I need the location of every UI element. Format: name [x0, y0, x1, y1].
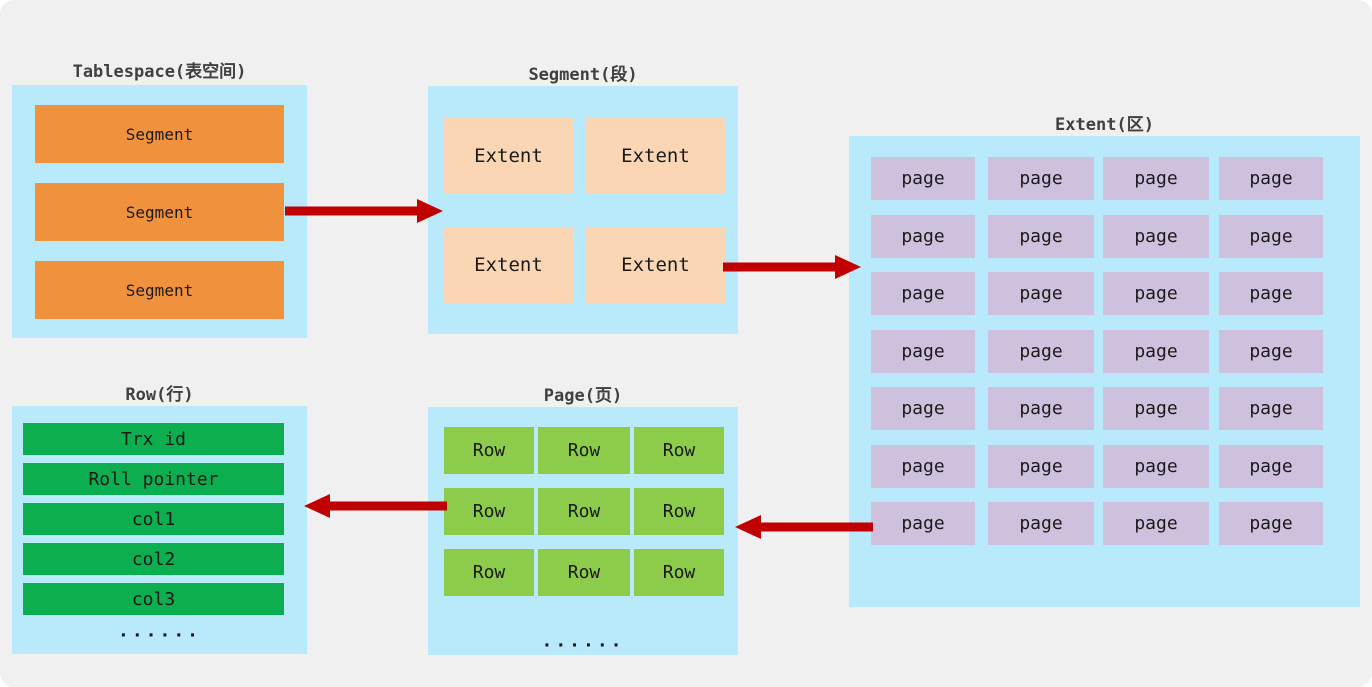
extent-page-item[interactable]: page [988, 272, 1094, 315]
page-row-item[interactable]: Row [634, 549, 724, 596]
extent-page-item[interactable]: page [1103, 387, 1209, 430]
segment-extent-item[interactable]: Extent [586, 227, 725, 303]
extent-page-item[interactable]: page [1219, 502, 1323, 545]
segment-panel: Extent Extent Extent Extent [428, 86, 738, 334]
tablespace-title: Tablespace(表空间) [72, 62, 247, 82]
page-row-item[interactable]: Row [634, 488, 724, 535]
row-ellipsis: ······ [117, 625, 202, 646]
extent-page-item[interactable]: page [988, 387, 1094, 430]
extent-page-item[interactable]: page [988, 502, 1094, 545]
page-row-item[interactable]: Row [444, 488, 534, 535]
tablespace-panel: Segment Segment Segment [12, 85, 307, 338]
page-row-item[interactable]: Row [538, 549, 630, 596]
extent-page-item[interactable]: page [1219, 272, 1323, 315]
extent-page-item[interactable]: page [988, 444, 1094, 488]
extent-page-item[interactable]: page [1219, 329, 1323, 373]
extent-page-item[interactable]: page [1103, 502, 1209, 545]
row-title: Row(行) [125, 385, 194, 405]
arrow-segment-to-extent [723, 252, 863, 282]
tablespace-segment-item[interactable]: Segment [35, 261, 284, 319]
extent-page-item[interactable]: page [1219, 214, 1323, 258]
arrow-extent-to-page [733, 512, 873, 542]
row-field-col2[interactable]: col2 [23, 543, 284, 575]
extent-page-item[interactable]: page [988, 214, 1094, 258]
extent-title: Extent(区) [1055, 115, 1154, 135]
arrow-tablespace-to-segment [285, 196, 445, 226]
extent-page-item[interactable]: page [1103, 214, 1209, 258]
arrow-page-to-row [302, 491, 447, 521]
row-field-col1[interactable]: col1 [23, 503, 284, 535]
tablespace-segment-item[interactable]: Segment [35, 105, 284, 163]
extent-page-item[interactable]: page [871, 387, 975, 430]
row-panel: Trx id Roll pointer col1 col2 col3 ·····… [12, 406, 307, 654]
row-field-trx-id[interactable]: Trx id [23, 423, 284, 455]
extent-page-item[interactable]: page [1103, 444, 1209, 488]
extent-page-item[interactable]: page [1103, 329, 1209, 373]
extent-page-item[interactable]: page [1103, 157, 1209, 200]
page-row-item[interactable]: Row [538, 488, 630, 535]
tablespace-segment-item[interactable]: Segment [35, 183, 284, 241]
extent-page-item[interactable]: page [871, 272, 975, 315]
extent-page-item[interactable]: page [871, 157, 975, 200]
extent-page-item[interactable]: page [988, 157, 1094, 200]
page-row-item[interactable]: Row [538, 427, 630, 474]
segment-extent-item[interactable]: Extent [444, 118, 573, 194]
extent-page-item[interactable]: page [1219, 157, 1323, 200]
row-field-roll-pointer[interactable]: Roll pointer [23, 463, 284, 495]
extent-page-item[interactable]: page [1219, 444, 1323, 488]
segment-extent-item[interactable]: Extent [586, 118, 725, 194]
extent-page-item[interactable]: page [871, 444, 975, 488]
page-title: Page(页) [543, 386, 623, 406]
page-row-item[interactable]: Row [444, 549, 534, 596]
segment-extent-item[interactable]: Extent [444, 227, 573, 303]
extent-page-item[interactable]: page [1103, 272, 1209, 315]
extent-page-item[interactable]: page [1219, 387, 1323, 430]
page-row-item[interactable]: Row [634, 427, 724, 474]
segment-title: Segment(段) [528, 65, 638, 85]
extent-page-item[interactable]: page [871, 502, 975, 545]
page-row-item[interactable]: Row [444, 427, 534, 474]
row-field-col3[interactable]: col3 [23, 583, 284, 615]
extent-page-item[interactable]: page [871, 329, 975, 373]
extent-page-item[interactable]: page [988, 329, 1094, 373]
extent-page-item[interactable]: page [871, 214, 975, 258]
page-ellipsis: ······ [541, 635, 625, 656]
